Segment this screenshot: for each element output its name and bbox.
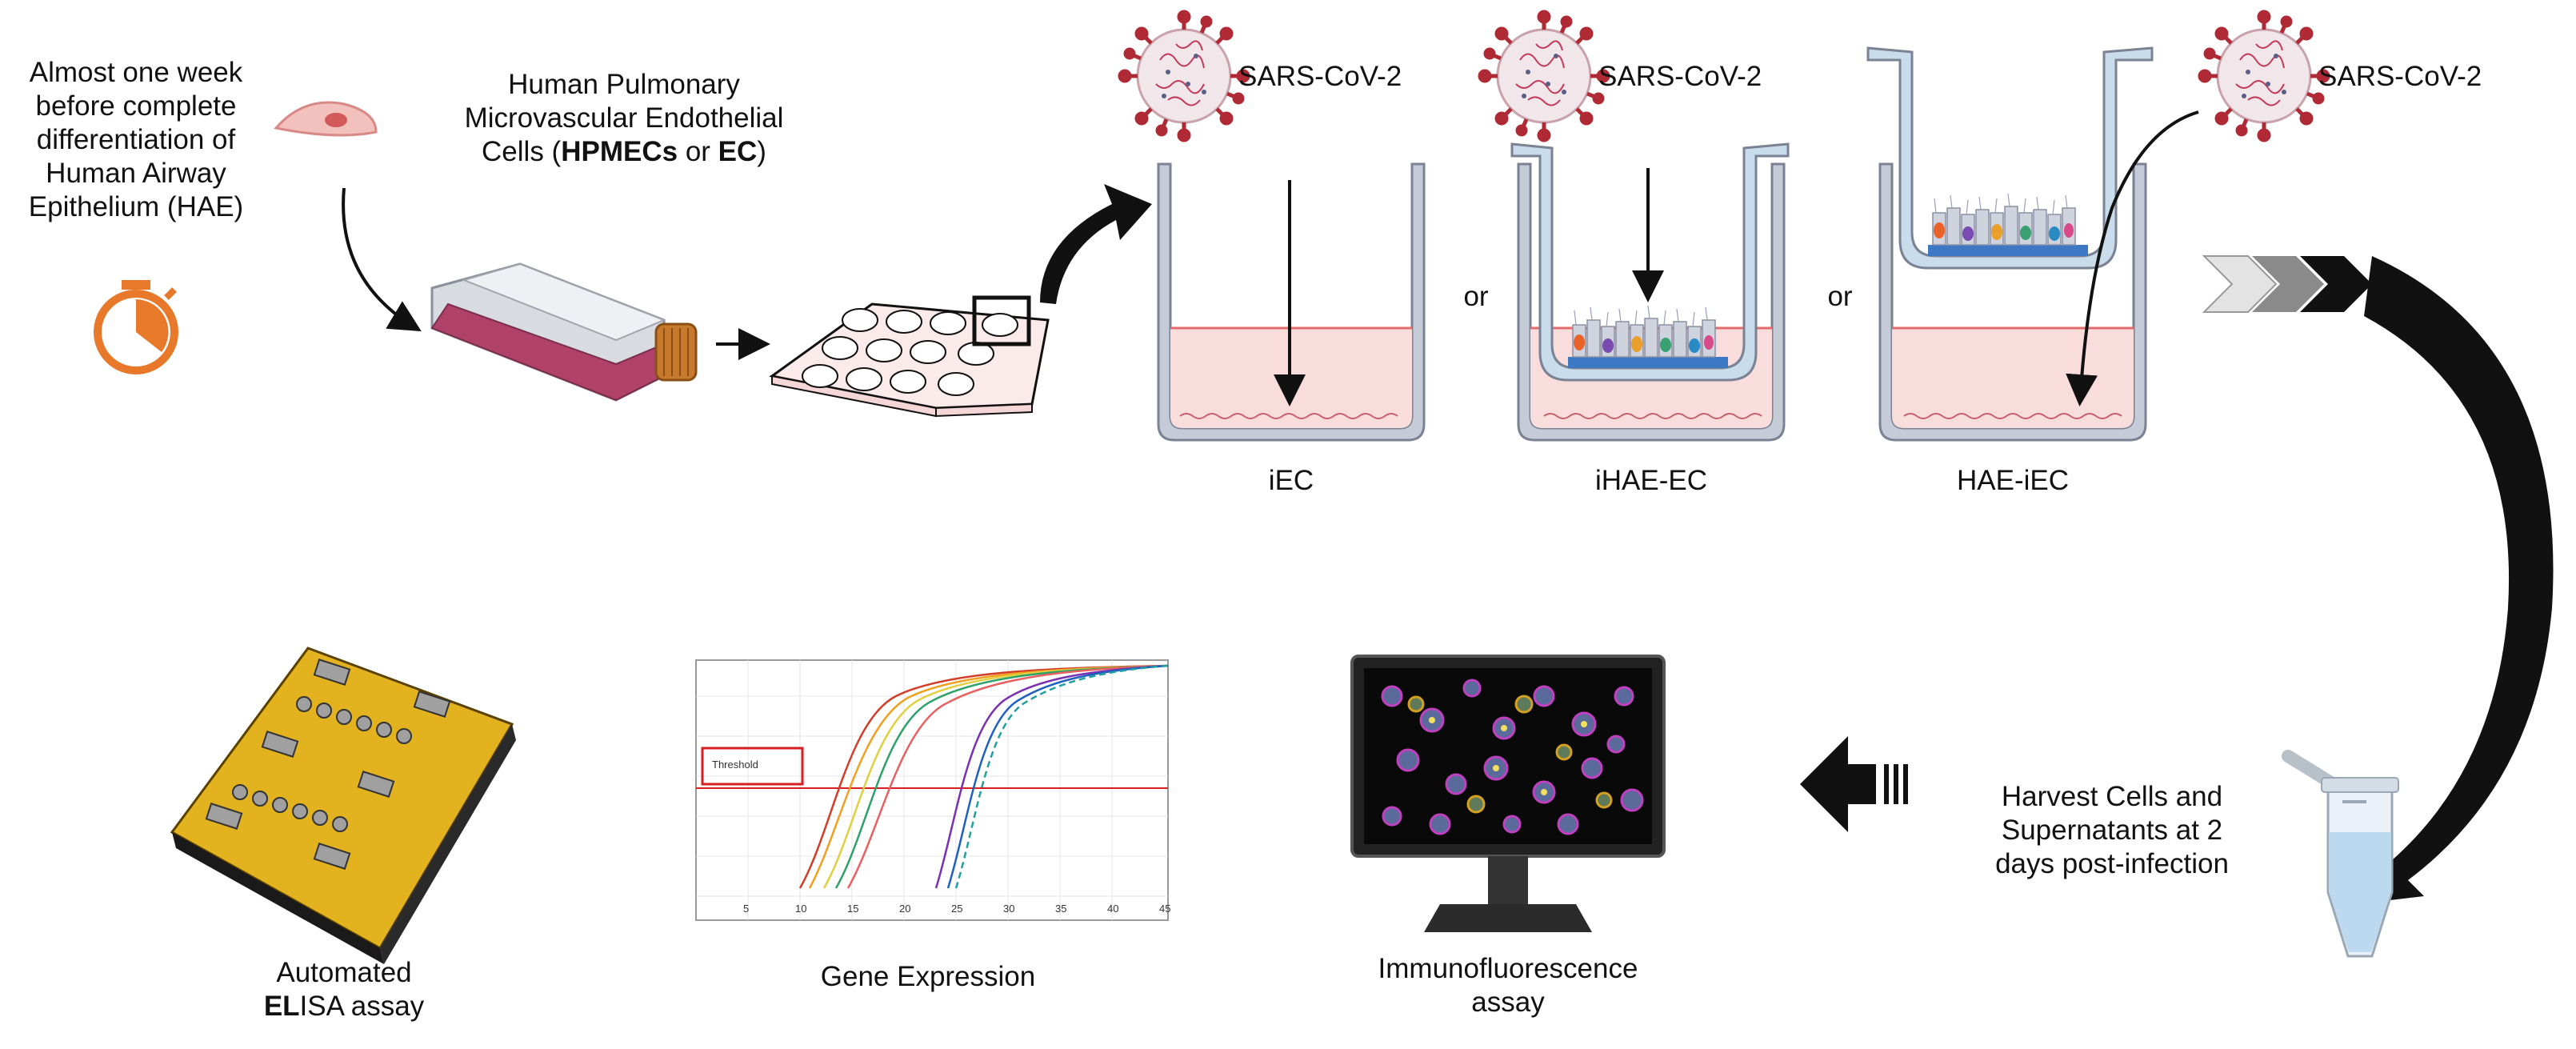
virus-icon-1 (1120, 12, 1248, 140)
curved-arrow-down (2356, 256, 2554, 904)
chevron-arrows (2202, 255, 2372, 313)
multiwell-plate-icon (769, 295, 1050, 418)
curved-arrow-to-flask (342, 187, 422, 332)
cells-label-mid: or (678, 136, 718, 167)
timing-label: Almost one week before complete differen… (28, 57, 244, 222)
model-caption-ihae-ec: iHAE-EC (1594, 465, 1708, 496)
threshold-label: Threshold (712, 759, 758, 771)
well-iec (1157, 162, 1426, 442)
virus-icon-3 (2200, 12, 2328, 140)
elisa-label-bold: EL (263, 991, 300, 1022)
qpcr-x-tick: 20 (899, 903, 911, 915)
or-label-2: or (1827, 281, 1853, 312)
qpcr-x-tick: 40 (1107, 903, 1119, 915)
virus-icon-2 (1480, 12, 1608, 140)
model-caption-hae-iec: HAE-iEC (1956, 465, 2070, 496)
qpcr-plot (695, 659, 1169, 921)
centrifuge-tube-icon (2282, 750, 2399, 958)
cells-label-end: ) (757, 136, 766, 167)
cells-label: Human Pulmonary Microvascular Endothelia… (416, 68, 832, 169)
stopwatch-icon (94, 280, 178, 374)
elisa-label-rest: ISA assay (299, 991, 425, 1022)
virus-label-3: SARS-CoV-2 (2318, 61, 2482, 92)
gene-expression-label: Gene Expression (820, 961, 1036, 992)
well-hae-iec (1866, 46, 2199, 442)
cells-label-text: Human Pulmonary Microvascular Endothelia… (464, 69, 784, 167)
qpcr-x-tick: 45 (1159, 903, 1171, 915)
qpcr-x-tick: 25 (951, 903, 963, 915)
monitor-icon (1350, 655, 1666, 932)
or-label-1: or (1463, 281, 1489, 312)
immunofluorescence-label: Immunofluorescence assay (1378, 953, 1638, 1018)
qpcr-x-tick: 10 (795, 903, 807, 915)
cells-label-bold-2: EC (718, 136, 758, 167)
qpcr-x-tick: 35 (1055, 903, 1067, 915)
endothelial-cell-icon (274, 101, 378, 137)
qpcr-x-tick: 5 (743, 903, 750, 915)
culture-flask-icon (430, 262, 698, 402)
left-arrow-to-readouts (1800, 736, 1908, 832)
qpcr-x-tick: 30 (1003, 903, 1015, 915)
elisa-label-line1: Automated (276, 957, 412, 988)
elisa-plate-icon (170, 647, 516, 964)
qpcr-x-tick: 15 (847, 903, 859, 915)
well-ihae-ec (1510, 142, 1790, 442)
cells-label-bold-1: HPMECs (561, 136, 678, 167)
virus-label-1: SARS-CoV-2 (1238, 61, 1402, 92)
model-caption-iec: iEC (1268, 465, 1314, 496)
curved-arrow-to-models (1040, 184, 1152, 304)
harvest-label: Harvest Cells and Supernatants at 2 days… (1995, 781, 2229, 879)
virus-label-2: SARS-CoV-2 (1598, 61, 1762, 92)
